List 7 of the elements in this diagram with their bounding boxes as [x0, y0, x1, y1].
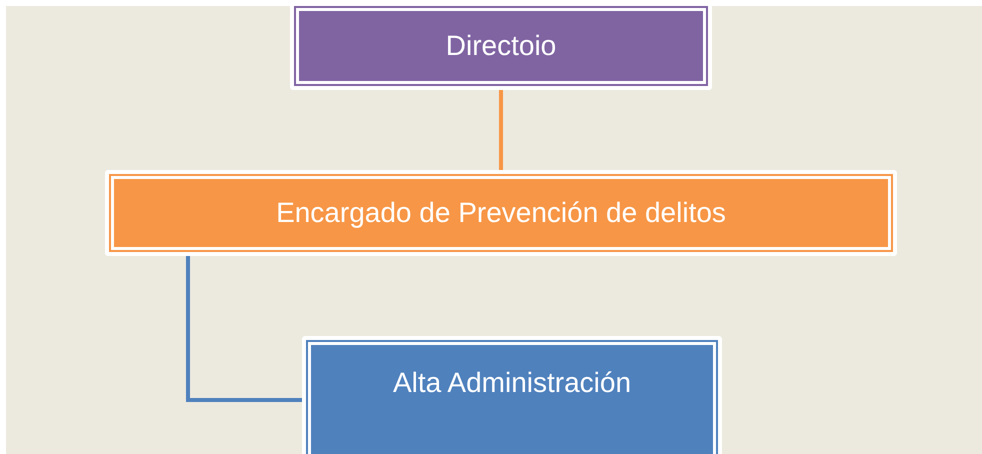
- box-label: Directoio: [446, 30, 556, 62]
- org-box: [302, 336, 722, 454]
- org-box: [105, 170, 897, 256]
- connector-line: [499, 90, 503, 170]
- box-label: Encargado de Prevención de delitos: [276, 197, 726, 229]
- connector-line: [186, 256, 302, 402]
- box-label: Alta Administración: [392, 367, 632, 399]
